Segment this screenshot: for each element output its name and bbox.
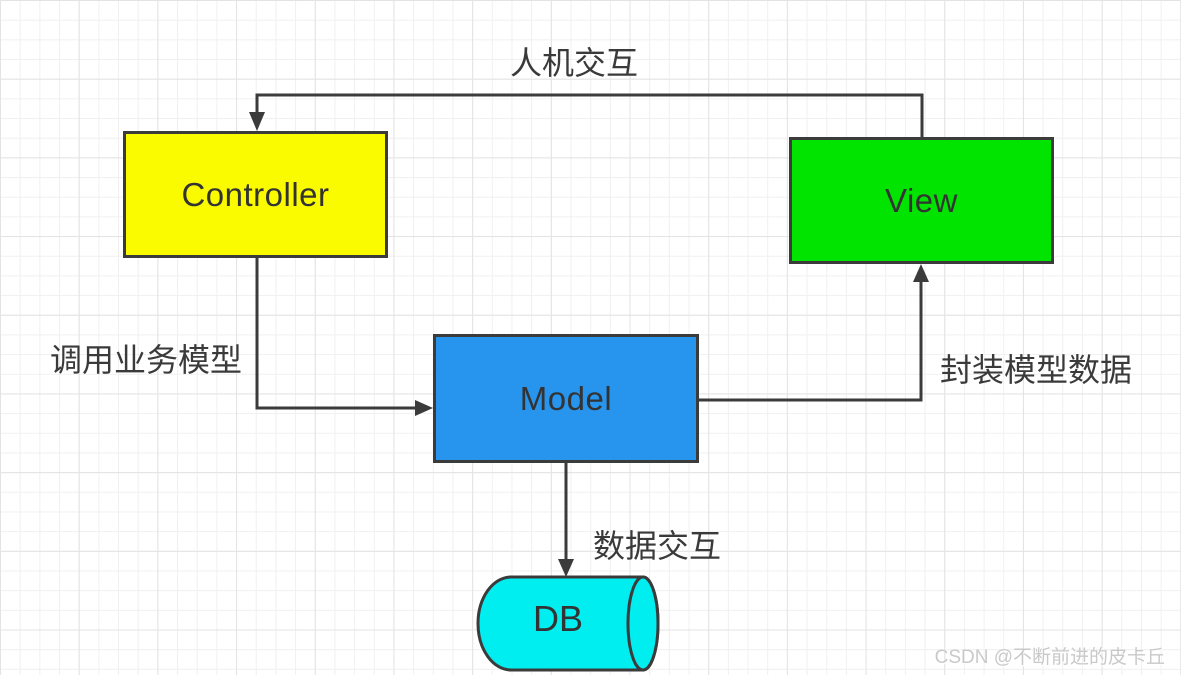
watermark-text: CSDN @不断前进的皮卡丘 (934, 647, 1165, 668)
node-db-label: DB (532, 598, 583, 639)
node-controller-label: Controller (181, 175, 330, 213)
edge-controller-to-model (255, 258, 416, 410)
edge-view-to-controller (255, 93, 924, 137)
node-model-label: Model (519, 379, 613, 417)
edge-label-encapsulate-model-data: 封装模型数据 (939, 352, 1132, 388)
node-model: Model (433, 334, 699, 463)
arrowhead-into-controller (249, 112, 265, 131)
edge-label-human-interaction: 人机交互 (509, 45, 638, 81)
node-view: View (789, 137, 1054, 264)
edge-label-data-interaction: 数据交互 (592, 528, 721, 564)
arrowhead-into-model (415, 400, 433, 416)
node-controller: Controller (123, 131, 388, 258)
edge-model-to-view (699, 281, 923, 402)
db-cylinder-cap (626, 575, 660, 672)
arrowhead-into-db (558, 559, 574, 577)
edge-label-call-business-model: 调用业务模型 (49, 342, 242, 378)
arrowhead-into-view (913, 264, 929, 282)
node-view-label: View (885, 181, 958, 219)
